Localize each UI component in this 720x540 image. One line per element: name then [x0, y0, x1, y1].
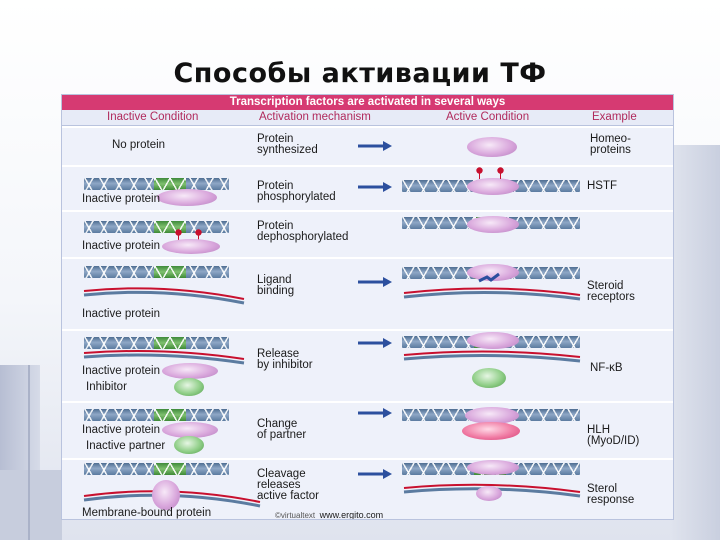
inactive-label: Inactive protein [82, 193, 160, 205]
active-protein-blob [467, 332, 519, 349]
active-protein-blob [465, 407, 519, 424]
dna-strand [84, 337, 229, 349]
arrow-icon [358, 277, 392, 287]
mechanism-line-1: Protein [257, 220, 294, 232]
column-head-active: Active Condition [446, 111, 530, 123]
column-head-example: Example [592, 111, 637, 123]
inactive-label: Inactive protein [82, 240, 160, 252]
dna-strand [84, 221, 229, 233]
membrane-curve [83, 350, 245, 365]
mechanism-line-2: phosphorylated [257, 191, 336, 203]
inactive-label: Membrane-bound protein [82, 507, 212, 519]
mechanism-line-1: Release [257, 348, 300, 360]
arrow-icon [358, 141, 392, 151]
active-partner-blob [462, 422, 520, 440]
mechanism-line-2: releases [257, 479, 301, 491]
inactive-protein-blob [162, 239, 220, 254]
example-line-1: NF-κB [590, 362, 623, 374]
mechanism-line-1: Cleavage [257, 468, 306, 480]
phosphate-icon [175, 229, 182, 241]
column-head-inactive: Inactive Condition [107, 111, 199, 123]
transcription-factor-figure: Transcription factors are activated in s… [61, 94, 674, 520]
example-line-2: receptors [587, 291, 635, 303]
phosphate-icon [476, 167, 483, 179]
mechanism-line-2: of partner [257, 429, 307, 441]
row-release-by-inhibitor: Inactive protein Inhibitor Release by in… [62, 329, 673, 401]
row-protein-phosphorylated: Inactive protein Protein phosphorylated … [62, 165, 673, 210]
membrane-curve [83, 287, 245, 305]
arrow-icon [358, 469, 392, 479]
active-protein-blob [467, 264, 519, 281]
active-protein-blob [467, 216, 519, 233]
mechanism-line-2: binding [257, 285, 295, 297]
membrane-bound-protein-blob [152, 480, 180, 510]
dna-strand [84, 178, 229, 190]
inactive-label: No protein [112, 139, 166, 151]
mechanism-line-1: Protein [257, 133, 294, 145]
mechanism-line-1: Change [257, 418, 298, 430]
arrow-icon [358, 338, 392, 348]
figure-credit: ©virtualtext www.ergito.com [275, 510, 384, 520]
inactive-label: Inactive protein [82, 365, 160, 377]
inactive-label: Inactive protein [82, 424, 160, 436]
inactive-protein-blob [157, 189, 217, 206]
figure-header: Transcription factors are activated in s… [62, 95, 673, 110]
inactive-partner-label: Inactive partner [86, 440, 166, 452]
background-decoration-line [28, 365, 30, 540]
membrane-curve [403, 287, 581, 301]
mechanism-line-1: Ligand [257, 274, 292, 286]
row-protein-dephosphorylated: Inactive protein Protein dephosphorylate… [62, 210, 673, 257]
background-decoration-left-block [0, 470, 62, 540]
example-line-1: Steroid [587, 280, 624, 292]
figure-credit-site: www.ergito.com [319, 510, 384, 520]
mechanism-line-2: by inhibitor [257, 359, 313, 371]
active-protein-blob [467, 178, 519, 195]
mechanism-line-3: active factor [257, 490, 319, 502]
released-factor-blob [476, 486, 502, 501]
dna-strand [84, 409, 229, 421]
mechanism-line-2: dephosphorylated [257, 231, 349, 243]
inactive-protein-blob [162, 422, 218, 438]
inactive-label: Inactive protein [82, 308, 160, 320]
column-head-mechanism: Activation mechanism [259, 111, 371, 123]
row-change-of-partner: Inactive protein Inactive partner Change… [62, 401, 673, 458]
row-protein-synthesized: No protein Protein synthesized Homeo- pr… [62, 126, 673, 165]
active-protein-blob [467, 137, 517, 157]
dna-strand [84, 266, 229, 278]
ligand-icon [478, 272, 500, 283]
inhibitor-label: Inhibitor [86, 381, 127, 393]
inhibitor-blob [174, 378, 204, 396]
row-ligand-binding: Inactive protein Ligand binding Steroid … [62, 257, 673, 329]
mechanism-line-2: synthesized [257, 144, 318, 156]
example-line-2: proteins [590, 144, 631, 156]
dna-strand [84, 463, 229, 475]
example-line-1: HSTF [587, 180, 618, 192]
inactive-protein-blob [162, 363, 218, 379]
phosphate-icon [497, 167, 504, 179]
example-line-1: HLH [587, 424, 611, 436]
slide-title: Способы активации ТФ [173, 58, 547, 89]
example-line-1: Homeo- [590, 133, 631, 145]
released-inhibitor-blob [472, 368, 506, 388]
background-decoration-right [670, 145, 720, 540]
example-line-2: response [587, 494, 635, 506]
mechanism-line-1: Protein [257, 180, 294, 192]
row-cleavage: Membrane-bound protein Cleavage releases… [62, 458, 673, 520]
phosphate-icon [195, 229, 202, 241]
column-header-bar: Inactive Condition Activation mechanism … [62, 110, 673, 126]
arrow-icon [358, 182, 392, 192]
arrow-icon [358, 408, 392, 418]
membrane-curve [403, 350, 581, 363]
example-line-2: (MyoD/ID) [587, 435, 640, 447]
active-protein-blob [467, 460, 519, 475]
inactive-partner-blob [174, 436, 204, 454]
example-line-1: Sterol [587, 483, 618, 495]
